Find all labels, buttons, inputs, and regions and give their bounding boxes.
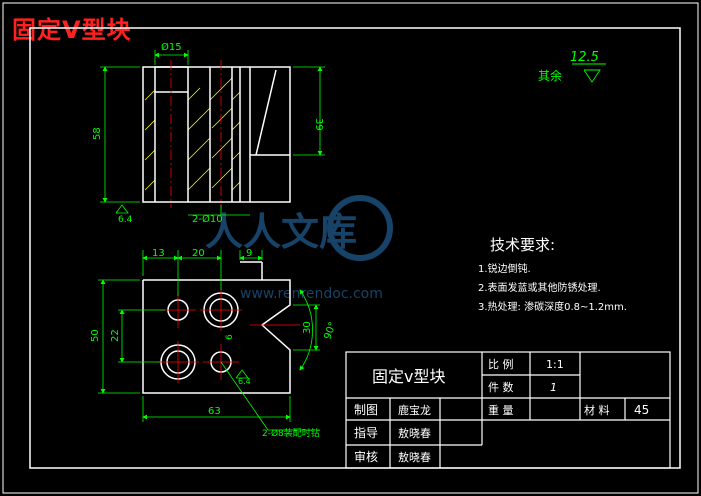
- dim-63: 63: [208, 406, 221, 417]
- roughness-symbol: [572, 63, 606, 83]
- dim-22: 22: [110, 329, 121, 342]
- roughness-label: 其余: [538, 68, 562, 83]
- front-dimensions: [98, 250, 320, 431]
- dim-dia15: Ø15: [161, 41, 182, 53]
- watermark-logo: 人人文库 www.renrendoc.com: [205, 195, 393, 302]
- qty-label: 件 数: [488, 381, 514, 394]
- watermark-text: 人人文库: [205, 210, 357, 254]
- tech-item-1: 1.锐边倒钝.: [478, 262, 531, 275]
- tech-item-3: 3.热处理: 渗碳深度0.8~1.2mm.: [478, 300, 627, 313]
- tech-item-2: 2.表面发蓝或其他防锈处理.: [478, 281, 601, 294]
- watermark-url: www.renrendoc.com: [240, 286, 383, 302]
- section-dimensions: [100, 50, 325, 216]
- roughness-local: 6.4: [118, 215, 133, 225]
- guide-by: 敖晓春: [398, 427, 431, 440]
- check-by: 敖晓春: [398, 451, 431, 464]
- drawing-title: 固定V型块: [12, 16, 132, 44]
- dim-39: 39: [313, 118, 324, 131]
- section-view: [142, 60, 291, 208]
- guide-label: 指导: [354, 425, 378, 440]
- weight-label: 重 量: [488, 403, 514, 417]
- drawn-label: 制图: [354, 403, 378, 417]
- dim-20: 20: [192, 248, 205, 259]
- part-name: 固定v型块: [372, 367, 445, 386]
- dim-30: 30: [302, 321, 313, 334]
- dim-50: 50: [90, 329, 101, 342]
- dim-9: 9: [246, 248, 252, 259]
- roughness-value: 12.5: [570, 50, 599, 65]
- title-block: [345, 351, 671, 469]
- scale-value: 1:1: [546, 358, 564, 371]
- dim-2x10: 2-Ø10: [192, 213, 223, 225]
- material-label: 材 料: [584, 403, 610, 417]
- dim-6: 6: [225, 334, 235, 340]
- qty-value: 1: [550, 381, 557, 394]
- scale-label: 比 例: [488, 357, 514, 371]
- dim-13: 13: [152, 248, 165, 259]
- material-value: 45: [634, 403, 649, 417]
- dim-58: 58: [92, 127, 103, 140]
- tech-heading: 技术要求:: [490, 236, 555, 254]
- dim-2x8: 2-Ø8装配时钻: [262, 427, 320, 439]
- roughness-front: 6.4: [238, 377, 251, 386]
- dim-90deg: 90°: [322, 321, 338, 341]
- check-label: 审核: [354, 449, 378, 464]
- front-view: [142, 261, 300, 394]
- drawn-by: 鹿宝龙: [398, 403, 431, 417]
